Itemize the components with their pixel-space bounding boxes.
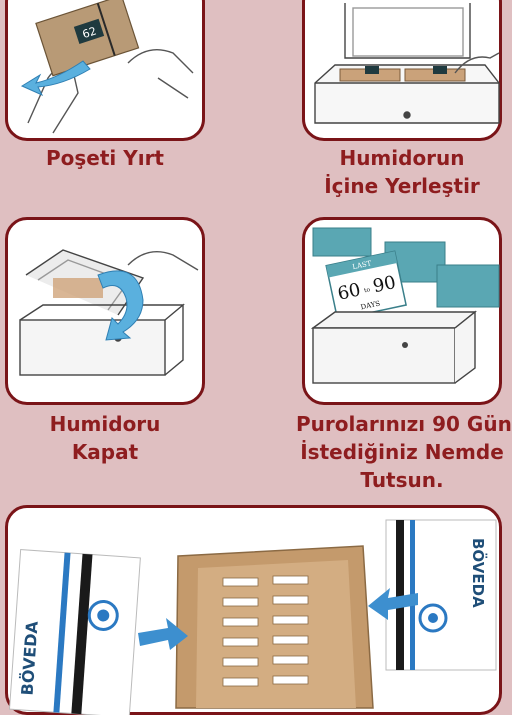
step-1-caption: Poşeti Yırt xyxy=(5,144,205,172)
arrow-icon xyxy=(20,60,91,97)
humidor-lid xyxy=(344,3,471,59)
step-3-line1: Humidoru xyxy=(49,412,161,436)
open-humidor-illustration xyxy=(314,3,500,124)
step-4-caption: Purolarınızı 90 Gün İstediğiniz Nemde Tu… xyxy=(296,410,512,494)
step-4-line2: İstediğiniz Nemde xyxy=(300,440,504,464)
step-4-line3: Tutsun. xyxy=(360,468,444,492)
teal-pack-left xyxy=(312,227,372,257)
step-2-caption: Humidorun İçine Yerleştir xyxy=(296,144,508,200)
step-2-line2: İçine Yerleştir xyxy=(324,174,480,198)
calendar-unit: DAYS xyxy=(360,299,381,311)
step-1-line1: Poşeti Yırt xyxy=(45,146,164,170)
pouch-icon: 62 xyxy=(35,0,140,77)
closed-humidor-box xyxy=(312,327,456,384)
calendar-humidor-illustration: LAST 60 to 90 DAYS xyxy=(310,227,500,384)
calendar-icon: LAST 60 to 90 DAYS xyxy=(325,250,407,321)
tear-pouch-illustration: 62 xyxy=(20,0,194,134)
wood-holder-icon xyxy=(175,545,374,709)
calendar-top: LAST xyxy=(352,259,373,271)
calendar-to: 90 xyxy=(371,272,398,297)
humidor-box xyxy=(19,319,166,376)
pack-icon xyxy=(365,66,379,74)
step-3-caption: Humidoru Kapat xyxy=(5,410,205,466)
product-panel: BÖVEDA BÖVEDA xyxy=(5,505,502,715)
hand-right xyxy=(127,49,194,99)
brand-right: BÖVEDA xyxy=(469,538,488,608)
step-2-line1: Humidorun xyxy=(339,146,465,170)
step-3-line2: Kapat xyxy=(71,440,139,464)
boveda-packet-right: BÖVEDA xyxy=(385,519,497,671)
pack-icon-2 xyxy=(433,66,447,74)
calendar-from: 60 xyxy=(336,279,363,304)
hand-icon xyxy=(127,251,199,271)
close-humidor-illustration xyxy=(19,249,199,376)
arrow-left-icon xyxy=(368,588,418,620)
curved-arrow-icon xyxy=(97,270,144,341)
hand-icon xyxy=(454,52,500,74)
step-2-panel xyxy=(302,0,502,141)
step-3-panel xyxy=(5,217,205,405)
step-4-panel: LAST 60 to 90 DAYS xyxy=(302,217,502,405)
product-illustration: BÖVEDA BÖVEDA xyxy=(8,519,497,715)
calendar-joiner: to xyxy=(364,286,372,294)
pouch-label: 62 xyxy=(81,24,98,41)
boveda-packet-left: BÖVEDA xyxy=(8,548,141,715)
step-4-line1: Purolarınızı 90 Gün xyxy=(296,412,512,436)
closed-humidor-lid xyxy=(310,311,477,329)
teal-pack-right xyxy=(436,264,500,308)
arrow-right-icon xyxy=(138,618,188,650)
step-1-panel: 62 xyxy=(5,0,205,141)
